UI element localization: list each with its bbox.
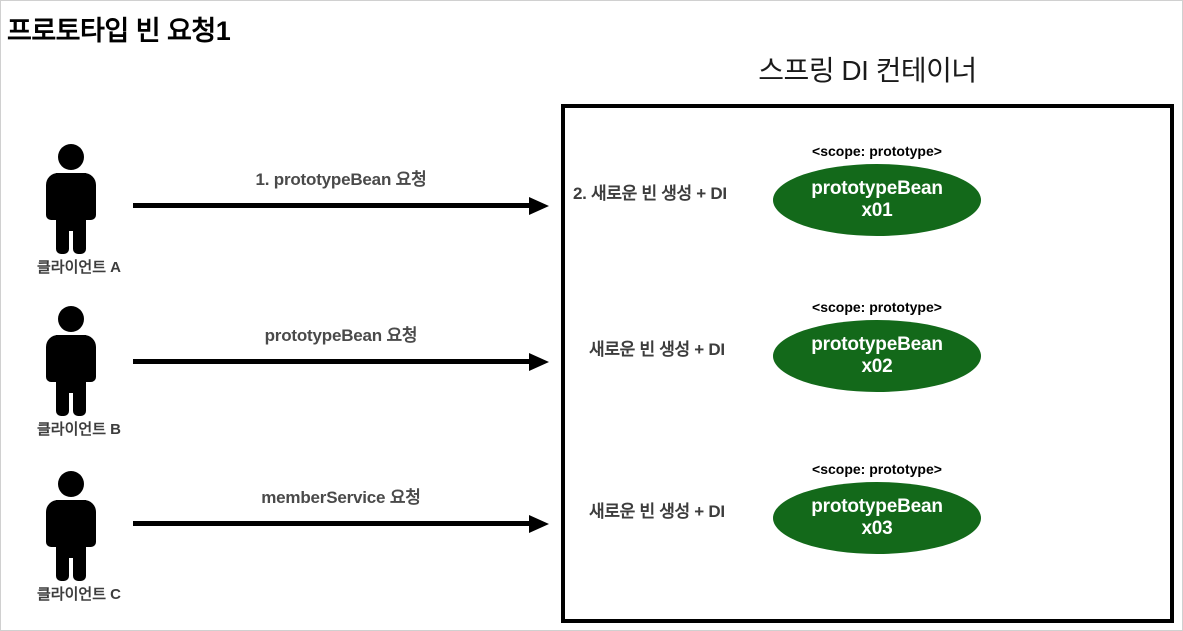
client-label: 클라이언트 A	[37, 259, 122, 276]
arrow-line	[133, 521, 529, 526]
client-a: 클라이언트 A	[29, 144, 159, 276]
person-head	[58, 306, 84, 332]
request-arrow-c: memberService 요청	[133, 488, 549, 533]
bean-id: x02	[861, 356, 893, 377]
request-arrow-a: 1. prototypeBean 요청	[133, 170, 549, 215]
person-head	[58, 144, 84, 170]
arrow-line	[133, 359, 529, 364]
arrow-head-icon	[529, 197, 549, 215]
person-leg-right	[73, 376, 86, 416]
person-icon	[41, 471, 101, 581]
bean-scope-label: <scope: prototype>	[812, 461, 942, 477]
arrow-head-icon	[529, 515, 549, 533]
person-leg-right	[73, 541, 86, 581]
bean-scope-label: <scope: prototype>	[812, 143, 942, 159]
person-head	[58, 471, 84, 497]
client-label: 클라이언트 B	[37, 421, 122, 438]
person-leg-left	[56, 376, 69, 416]
person-leg-left	[56, 541, 69, 581]
bean-id: x01	[861, 200, 893, 221]
request-arrow-b: prototypeBean 요청	[133, 326, 549, 371]
bean-ellipse: prototypeBean x03	[773, 482, 981, 554]
bean-ellipse: prototypeBean x01	[773, 164, 981, 236]
request-label: 1. prototypeBean 요청	[255, 170, 427, 189]
bean-name: prototypeBean	[811, 333, 943, 355]
bean-name: prototypeBean	[811, 177, 943, 199]
arrow-head-icon	[529, 353, 549, 371]
bean-name: prototypeBean	[811, 495, 943, 517]
request-label: prototypeBean 요청	[264, 326, 418, 345]
arrow-line	[133, 203, 529, 208]
client-label: 클라이언트 C	[37, 586, 122, 603]
client-c: 클라이언트 C	[29, 471, 159, 603]
bean-ellipse: prototypeBean x02	[773, 320, 981, 392]
person-leg-left	[56, 214, 69, 254]
bean-scope-label: <scope: prototype>	[812, 299, 942, 315]
create-label-b: 새로운 빈 생성 + DI	[589, 340, 725, 359]
person-leg-right	[73, 214, 86, 254]
create-label-c: 새로운 빈 생성 + DI	[589, 502, 725, 521]
create-label-a: 2. 새로운 빈 생성 + DI	[573, 184, 727, 203]
di-container-title: 스프링 DI 컨테이너	[758, 55, 977, 86]
bean-id: x03	[861, 518, 893, 539]
client-b: 클라이언트 B	[29, 306, 159, 438]
person-icon	[41, 144, 101, 254]
slide-title: 프로토타입 빈 요청1	[7, 16, 231, 46]
person-icon	[41, 306, 101, 416]
request-label: memberService 요청	[261, 488, 421, 507]
